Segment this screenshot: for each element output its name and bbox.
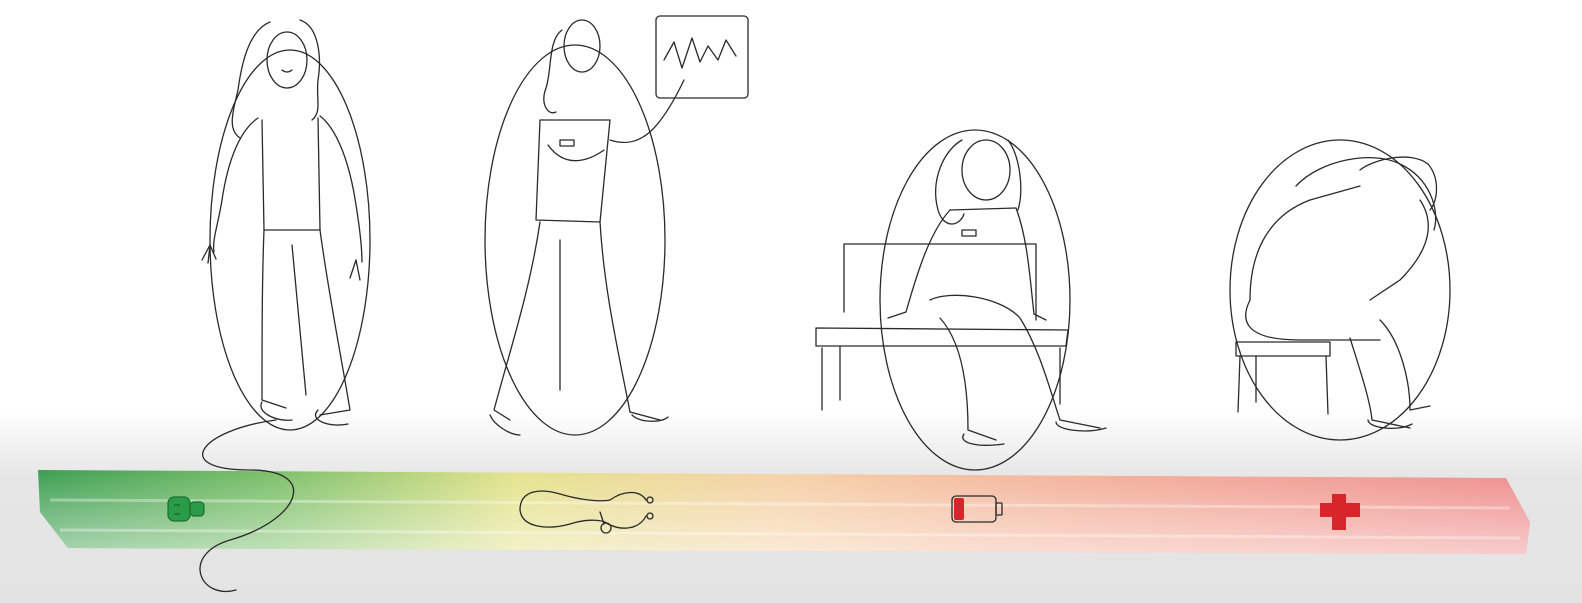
energy-scale-bar [38, 470, 1530, 554]
head-in-hands-figure [1230, 140, 1450, 440]
seated-tired-woman-figure [816, 130, 1106, 470]
walking-clinician-figure [485, 16, 748, 435]
